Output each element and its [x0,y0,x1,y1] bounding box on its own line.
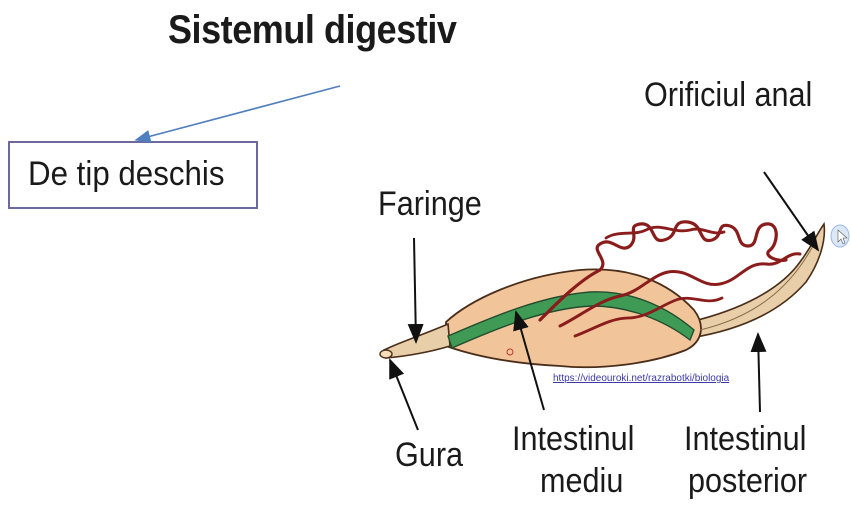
label-faringe: Faringe [378,185,482,223]
label-intestinul-mediu-2: mediu [540,462,624,500]
type-box-label: De tip deschis [28,155,225,193]
faringe-arrow [407,237,424,344]
label-intestinul-posterior-1: Intestinul [684,420,807,458]
label-intestinul-posterior-2: posterior [688,462,808,500]
gura-arrow [389,358,419,431]
intestinul-mediu-arrow [513,310,545,411]
mouth [379,349,393,359]
page-title: Sistemul digestiv [168,8,457,52]
hindgut [689,221,826,339]
type-box [8,141,258,209]
source-url: https://videouroki.net/razrabotki/biolog… [553,373,730,384]
label-gura: Gura [395,436,464,474]
orificiul-anal-arrow [763,171,820,252]
pharynx [383,322,451,359]
title-to-box-arrow [134,85,341,143]
cursor-icon [830,224,850,248]
midgut-tube [447,291,695,349]
label-orificiul-anal: Orificiul anal [644,76,813,114]
label-intestinul-mediu-1: Intestinul [512,420,635,458]
malpighian-tubules [538,220,788,322]
gut-illustration [379,220,826,369]
intestinul-posterior-arrow [750,332,767,413]
